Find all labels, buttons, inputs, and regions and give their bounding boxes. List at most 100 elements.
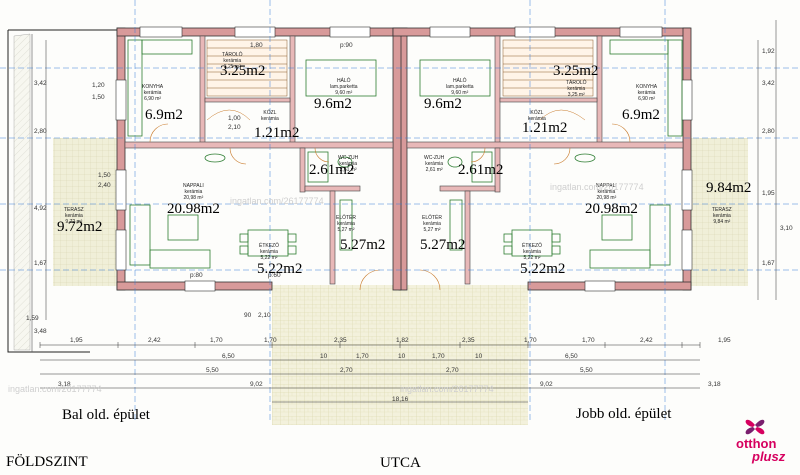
area-left-living: 20.98m2 <box>167 201 220 217</box>
dim-rv-0: 1,92 <box>762 48 775 55</box>
dim-r2-0: 6,50 <box>222 353 235 360</box>
area-left-terrace: 9.72m2 <box>57 219 103 235</box>
floor-caption: FÖLDSZINT <box>6 454 88 470</box>
dim-r1-8: 1,70 <box>582 337 595 344</box>
dim-rv-3: 1,95 <box>762 190 775 197</box>
dim-r4-2: 9,02 <box>540 381 553 388</box>
area-left-wc: 2.61m2 <box>309 162 355 178</box>
watermark-bottom-left: ingatlan.com/26177774 <box>8 384 102 394</box>
dim-r4-1: 9,02 <box>250 381 263 388</box>
grid-lines <box>0 0 800 420</box>
brand-line-2: plusz <box>752 449 786 464</box>
dim-r3-1: 2,70 <box>340 367 353 374</box>
left-terrace-floor <box>53 138 121 286</box>
doors <box>149 123 631 291</box>
area-right-kitchen: 6.9m2 <box>622 107 660 123</box>
dim-lv-2: 4,92 <box>34 205 47 212</box>
dim-r4-3: 3,18 <box>708 381 721 388</box>
dim-s-11: p:60 <box>268 272 281 279</box>
area-left-corridor: 1.21m2 <box>254 125 300 141</box>
watermark-bottom-center: ingatlan.com/26177774 <box>400 384 494 394</box>
right-building-caption: Jobb old. épület <box>576 406 672 422</box>
dim-lv-5: 3,48 <box>34 328 47 335</box>
dim-rv-5: 1,67 <box>762 260 775 267</box>
right-terrace-floor <box>690 138 748 286</box>
area-left-dining: 5.22m2 <box>257 261 303 277</box>
dim-s-1: 1,50 <box>92 94 105 101</box>
area-right-bedroom: 9.6m2 <box>424 96 462 112</box>
brand-line-1: otthon <box>736 436 777 451</box>
dim-r2-5: 10 <box>475 353 483 360</box>
dim-total: 18,16 <box>392 396 409 403</box>
dim-r1-2: 1,70 <box>210 337 223 344</box>
dim-r4-0: 3,18 <box>58 381 71 388</box>
dim-s-3: 2,40 <box>98 182 111 189</box>
dim-rv-1: 3,42 <box>762 80 775 87</box>
dim-r2-6: 6,50 <box>565 353 578 360</box>
dim-r1-10: 1,95 <box>718 337 731 344</box>
dim-s-4: 1,00 <box>228 115 241 122</box>
dim-lv-1: 2,80 <box>34 128 47 135</box>
street-caption: UTCA <box>380 455 421 471</box>
dim-r1-3: 1,70 <box>264 337 277 344</box>
interior-walls <box>124 35 684 285</box>
area-left-storage: 3.25m2 <box>220 63 266 79</box>
dim-r3-3: 5,50 <box>580 367 593 374</box>
dim-s-2: 1,50 <box>98 172 111 179</box>
dim-r2-4: 1,70 <box>432 353 445 360</box>
watermark-center-right: ingatlan.com/26177774 <box>550 182 644 192</box>
dim-s-7: 2,10 <box>258 312 271 319</box>
dim-r1-4: 2,35 <box>334 337 347 344</box>
dim-r1-5: 1,82 <box>396 337 409 344</box>
furniture <box>127 39 683 269</box>
area-right-wc: 2.61m2 <box>458 162 504 178</box>
area-right-hall: 5.27m2 <box>420 237 466 253</box>
area-left-hall: 5.27m2 <box>340 237 386 253</box>
dim-r1-9: 2,42 <box>640 337 653 344</box>
area-right-dining: 5.22m2 <box>520 261 566 277</box>
dim-s-0: 1,20 <box>92 82 105 89</box>
dim-r1-0: 1,95 <box>70 337 83 344</box>
dim-s-5: 2,10 <box>228 124 241 131</box>
area-right-terrace: 9.84m2 <box>706 180 752 196</box>
dim-lv-0: 3,42 <box>34 80 47 87</box>
dim-s-10: p:80 <box>190 272 203 279</box>
area-left-kitchen: 6.9m2 <box>145 107 183 123</box>
windows <box>115 26 693 292</box>
area-right-living: 20.98m2 <box>585 201 638 217</box>
area-right-corridor: 1.21m2 <box>522 120 568 136</box>
dim-rv-4: 3,10 <box>780 225 793 232</box>
dim-r2-1: 10 <box>320 353 328 360</box>
otthon-plusz-logo-icon <box>745 419 765 435</box>
left-garden-outline <box>7 29 118 353</box>
area-left-bedroom: 9.6m2 <box>314 96 352 112</box>
dim-s-6: 90 <box>244 312 252 319</box>
left-building-caption: Bal old. épület <box>62 407 150 423</box>
dim-rv-2: 2,80 <box>762 128 775 135</box>
dim-r1-7: 1,70 <box>524 337 537 344</box>
dim-r2-2: 1,70 <box>356 353 369 360</box>
dimension-lines <box>39 20 777 403</box>
dim-lv-4: 1,59 <box>26 315 39 322</box>
dim-r3-0: 5,50 <box>206 367 219 374</box>
dim-r1-6: 2,35 <box>462 337 475 344</box>
watermark-center-left: ingatlan.com/26177774 <box>230 196 324 206</box>
